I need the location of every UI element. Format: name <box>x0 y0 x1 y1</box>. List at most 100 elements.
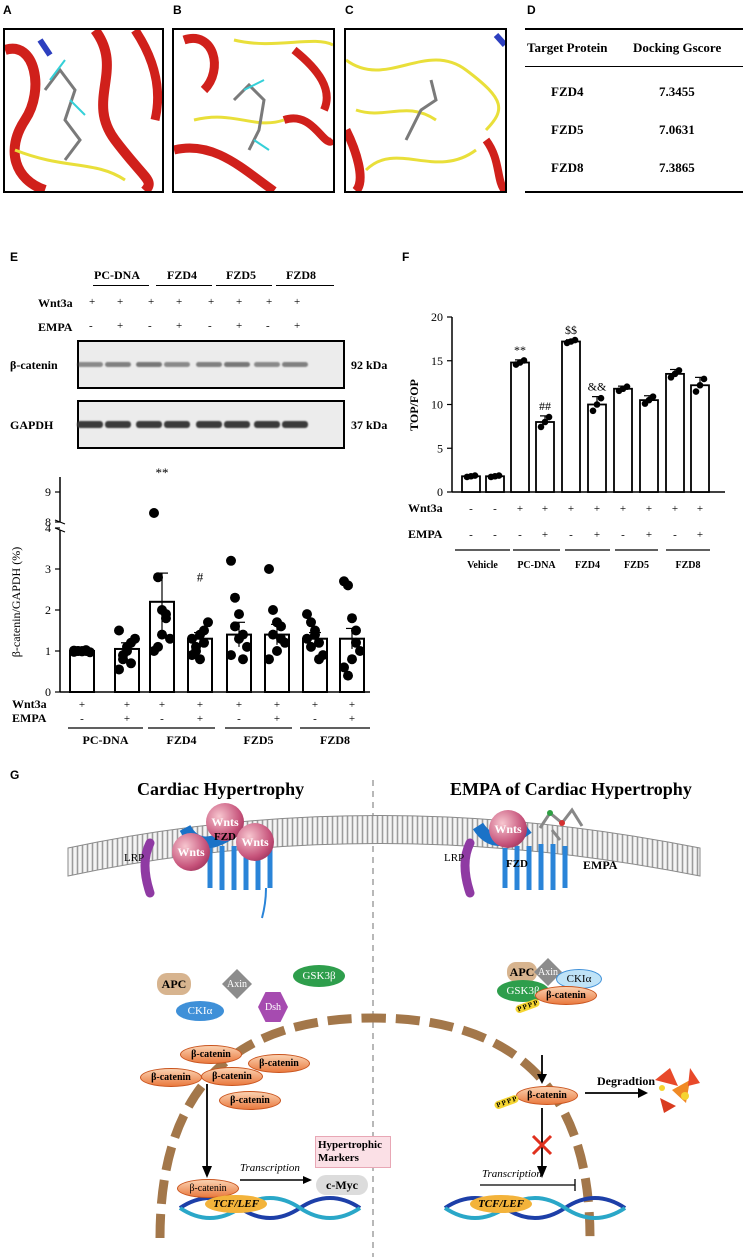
panel-label-a: A <box>3 3 12 17</box>
docking-table-top-rule <box>525 28 743 30</box>
bcatenin-band <box>224 362 250 367</box>
y-tick-label: 0 <box>437 485 443 499</box>
bcatenin-band <box>105 362 131 367</box>
data-point <box>347 613 357 624</box>
table-cell-score-1: 7.3455 <box>659 84 695 99</box>
data-point <box>343 580 353 591</box>
y-tick-label: 1 <box>45 644 51 658</box>
apc-label: APC <box>161 976 187 991</box>
pathway-schematic <box>67 780 701 1257</box>
group-label: FZD4 <box>575 560 600 571</box>
degradation-debris-icon <box>655 1068 700 1113</box>
fzd-helices-left <box>207 844 273 890</box>
data-point <box>230 592 240 603</box>
data-point <box>597 394 605 402</box>
lrp-receptor-left <box>140 838 155 898</box>
data-point <box>537 423 545 431</box>
hypertrophic-markers-box: Hypertrophic Markers <box>315 1136 391 1168</box>
wnt3a-row-label: Wnt3a <box>12 697 47 711</box>
data-point <box>165 633 175 644</box>
ck1a-label: CKIα <box>566 973 592 985</box>
wnt3a-sign: + <box>197 699 203 711</box>
bcatenin-protein: β-catenin <box>201 1067 263 1086</box>
data-point <box>234 633 244 644</box>
data-point <box>545 413 553 421</box>
data-point <box>623 383 631 390</box>
blot-empa-sign: - <box>89 320 93 332</box>
hypertrophic-markers-label: Hypertrophic Markers <box>318 1139 382 1164</box>
data-point <box>268 629 278 640</box>
blot-empa-sign: + <box>236 320 243 332</box>
empa-sign: - <box>673 529 677 541</box>
empa-sign: + <box>124 713 130 725</box>
data-point <box>226 650 236 661</box>
blot-group-underline <box>156 285 212 286</box>
empa-sign: - <box>469 529 473 541</box>
data-point <box>310 625 320 636</box>
gapdh-band <box>164 421 190 428</box>
bcatenin-nuclear-left: β-catenin <box>177 1179 239 1198</box>
data-point <box>126 658 136 669</box>
blot-empa-sign: - <box>266 320 270 332</box>
gapdh-band <box>224 421 250 428</box>
blot-empa-sign: + <box>117 320 124 332</box>
tcf-label: TCF/LEF <box>213 1198 259 1210</box>
tcf-label: TCF/LEF <box>478 1198 524 1210</box>
bar <box>510 361 530 493</box>
lrp-receptor-right <box>460 838 475 898</box>
y-tick-label: 10 <box>431 398 443 412</box>
ribbon-structure-a <box>5 30 162 191</box>
data-point <box>238 654 248 665</box>
gapdh-band <box>136 421 162 428</box>
blot-wnt3a-sign: + <box>236 296 243 308</box>
dna-right-strand <box>443 1196 627 1220</box>
y-tick-label: 3 <box>45 562 51 576</box>
bar <box>535 421 555 493</box>
table-cell-score-3: 7.3865 <box>659 160 695 175</box>
y-axis-label: TOP/FOP <box>407 379 421 431</box>
wnt3a-sign: - <box>469 503 473 515</box>
table-cell-protein-1: FZD4 <box>551 84 584 99</box>
blot-row-label-empa: EMPA <box>38 320 73 334</box>
significance-label: && <box>588 380 607 394</box>
wnt-label: Wnts <box>494 821 522 836</box>
data-point <box>153 641 163 652</box>
blot-kda-bcatenin: 92 kDa <box>351 358 388 372</box>
empa-label: EMPA <box>583 858 618 872</box>
bar <box>639 399 659 493</box>
bcatenin-band <box>136 362 162 367</box>
table-cell-score-2: 7.0631 <box>659 122 695 137</box>
empa-sign: - <box>160 713 164 725</box>
wnt3a-sign: + <box>312 699 318 711</box>
data-point <box>314 637 324 648</box>
bcatenin-band <box>282 362 308 367</box>
nuclear-envelope <box>155 1013 595 1239</box>
wnt-ligand: Wnts <box>172 833 210 871</box>
gsk3b-label: GSK3β <box>506 985 540 997</box>
panel-label-g: G <box>10 768 20 782</box>
apc-protein-right: APC <box>507 962 537 982</box>
group-label: FZD8 <box>320 733 350 747</box>
data-point <box>268 605 278 615</box>
empa-row-label: EMPA <box>12 711 47 725</box>
data-point <box>234 609 244 620</box>
data-point <box>191 641 201 652</box>
wnt-label: Wnts <box>241 834 269 849</box>
gapdh-band <box>254 421 280 428</box>
wnt3a-sign: + <box>672 503 678 515</box>
data-point <box>520 357 528 364</box>
data-point <box>302 609 312 620</box>
table-header-protein: Target Protein <box>527 40 608 55</box>
empa-sign: - <box>569 529 573 541</box>
wnt3a-sign: + <box>517 503 523 515</box>
blot-wnt3a-sign: + <box>148 296 155 308</box>
bcat-label: β-catenin <box>527 1090 567 1101</box>
fzd-tail-left <box>261 887 267 919</box>
group-label: PC-DNA <box>83 733 129 747</box>
data-point <box>114 625 124 636</box>
y-axis-label: β-catenin/GAPDH (%) <box>9 547 23 657</box>
schematic-title-left: Cardiac Hypertrophy <box>137 779 305 799</box>
data-point <box>149 508 159 518</box>
y-tick-label: 15 <box>431 354 443 368</box>
y-tick-label: 9 <box>45 485 51 499</box>
